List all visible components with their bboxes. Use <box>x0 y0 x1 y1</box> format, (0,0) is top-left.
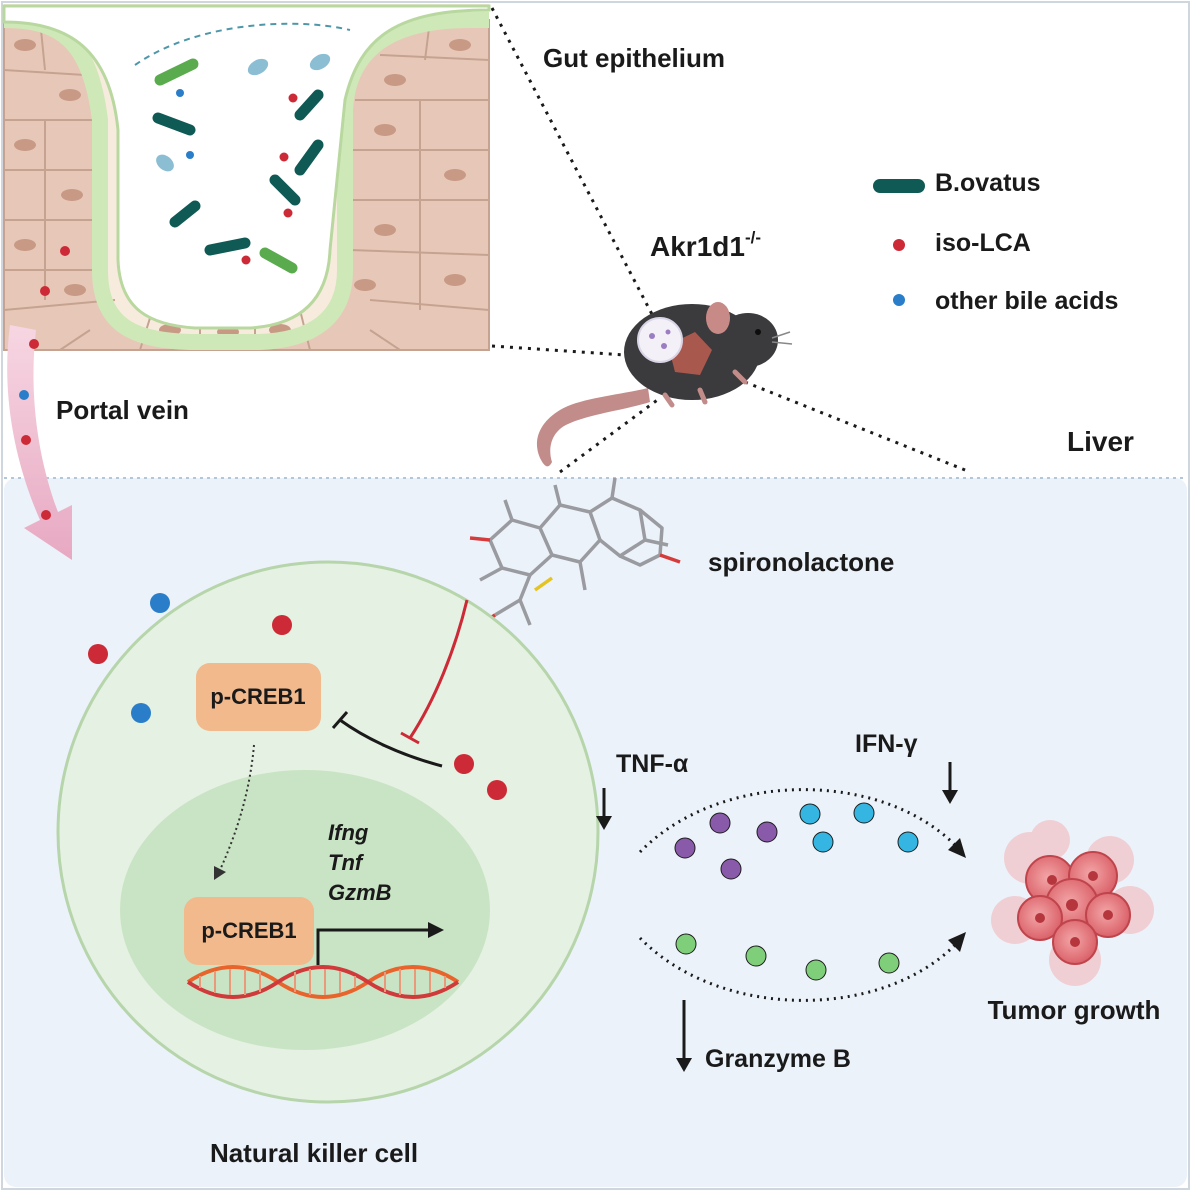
legend-red-dot-icon <box>893 239 905 251</box>
cytokine-flow-arcs <box>638 788 957 1002</box>
pcreb1-cytoplasm-label: p-CREB1 <box>210 684 305 709</box>
liver-label: Liver <box>1067 426 1134 457</box>
legend: B.ovatus iso-LCA other bile acids <box>873 169 1118 315</box>
transcription-arrow <box>316 922 444 965</box>
ifn-gamma-label: IFN-γ <box>855 730 918 758</box>
cytokine-particles <box>674 802 919 981</box>
granzyme-b-label: Granzyme B <box>705 1045 851 1073</box>
legend-label-other-bile-acids: other bile acids <box>935 287 1118 315</box>
translocation-arrow <box>214 744 255 880</box>
gene-label-tnf: Tnf <box>328 850 365 875</box>
pcreb1-nucleus-label: p-CREB1 <box>201 918 296 943</box>
nk-cell-label: Natural killer cell <box>210 1138 418 1168</box>
gene-label-gzmb: GzmB <box>328 880 392 905</box>
tumor-growth-label: Tumor growth <box>988 995 1161 1025</box>
legend-blue-dot-icon <box>893 294 905 306</box>
mouse-genotype-label: Akr1d1-/- <box>650 228 761 262</box>
gut-epithelium-panel <box>2 4 491 351</box>
dna-helix <box>186 965 460 999</box>
gut-efflux-acids <box>40 246 70 296</box>
tumor-illustration <box>991 820 1154 986</box>
legend-label-b-ovatus: B.ovatus <box>935 169 1041 197</box>
portal-vein-label: Portal vein <box>56 395 189 425</box>
spironolactone-molecule <box>479 477 669 626</box>
mouse-illustration <box>536 302 793 467</box>
portal-vein-arrow <box>7 325 73 560</box>
pcreb1-nucleus-box <box>184 897 314 965</box>
gene-label-ifng: Ifng <box>328 820 369 845</box>
gut-epithelium-label: Gut epithelium <box>543 43 725 73</box>
cytokine-flow-arrowheads <box>948 838 966 952</box>
decrease-arrows <box>596 762 958 1072</box>
tnf-alpha-label: TNF-α <box>616 750 689 778</box>
zoom-connectors <box>490 7 971 474</box>
pcreb1-cytoplasm-box <box>196 663 321 731</box>
bile-acid-particles <box>88 593 507 800</box>
spironolactone-inhibition <box>400 599 469 745</box>
spironolactone-label: spironolactone <box>708 547 894 577</box>
iso-lca-inhibition <box>331 711 443 768</box>
legend-label-iso-lca: iso-LCA <box>935 229 1031 257</box>
